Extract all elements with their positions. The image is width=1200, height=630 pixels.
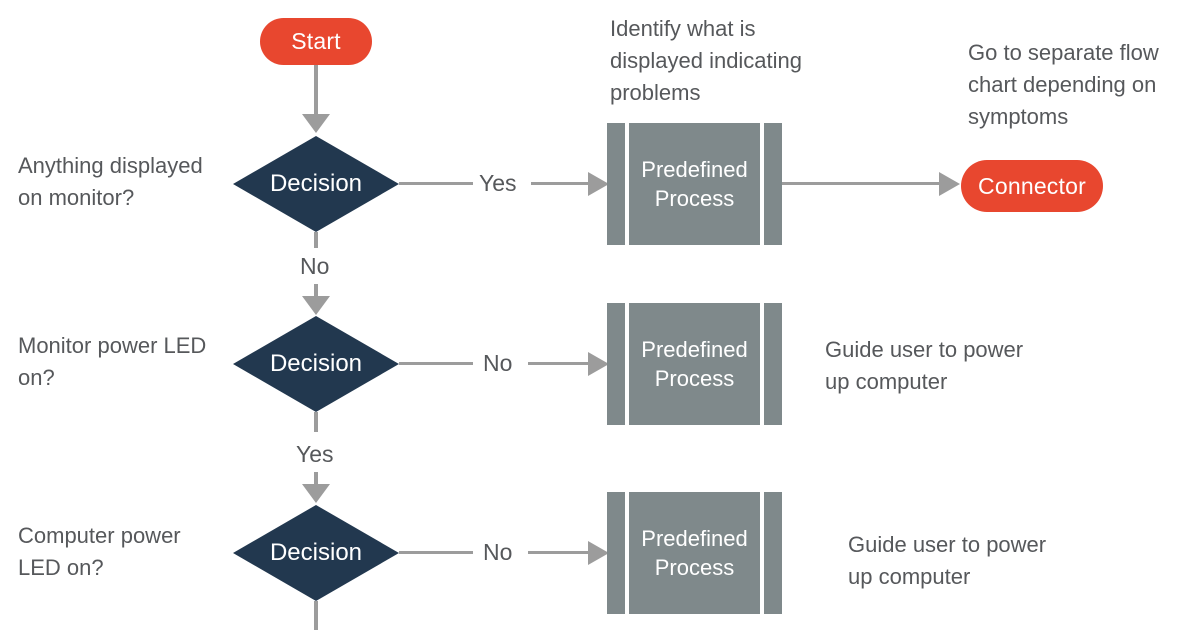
process2-annotation: Guide user to power up computer xyxy=(825,337,1024,394)
edge-decision3-no-line2 xyxy=(528,551,588,554)
start-node: Start xyxy=(260,18,372,65)
process1-label: Predefined Process xyxy=(629,123,760,245)
edge-label-decision1-yes: Yes xyxy=(479,170,517,196)
process2-label: Predefined Process xyxy=(629,303,760,425)
process2-right-bar xyxy=(764,303,782,425)
edge-label-decision2-no: No xyxy=(483,350,513,376)
decision3-question: Computer power LED on? xyxy=(18,523,181,580)
decision3-node: Decision xyxy=(233,505,399,601)
arrowhead-right-icon xyxy=(588,172,609,196)
edge-decision2-yes-line2 xyxy=(314,472,318,484)
edge-decision3-continuation-line xyxy=(314,601,318,630)
process3-node: Predefined Process xyxy=(607,492,782,614)
process3-right-bar xyxy=(764,492,782,614)
connector-node: Connector xyxy=(961,160,1103,212)
edge-label-decision2-yes: Yes xyxy=(296,441,334,467)
edge-start-to-decision1-line xyxy=(314,65,318,114)
edge-decision2-no-line xyxy=(399,362,473,365)
process2-left-bar xyxy=(607,303,625,425)
process3-label: Predefined Process xyxy=(629,492,760,614)
arrowhead-down-icon xyxy=(302,296,330,315)
process1-left-bar xyxy=(607,123,625,245)
arrowhead-right-icon xyxy=(588,352,609,376)
process1-annotation: Identify what is displayed indicating pr… xyxy=(610,16,803,105)
arrowhead-right-icon xyxy=(588,541,609,565)
decision1-node: Decision xyxy=(233,136,399,232)
connector-annotation: Go to separate flow chart depending on s… xyxy=(968,40,1159,129)
edge-decision1-no-line xyxy=(314,232,318,248)
edge-decision1-no-line2 xyxy=(314,284,318,296)
process3-annotation: Guide user to power up computer xyxy=(848,532,1047,589)
edge-decision2-yes-line xyxy=(314,412,318,432)
decision2-node: Decision xyxy=(233,316,399,412)
decision2-question: Monitor power LED on? xyxy=(18,333,207,390)
process2-node: Predefined Process xyxy=(607,303,782,425)
decision1-question: Anything displayed on monitor? xyxy=(18,153,203,210)
arrowhead-down-icon xyxy=(302,114,330,133)
edge-decision1-yes-line2 xyxy=(531,182,588,185)
edge-decision3-no-line xyxy=(399,551,473,554)
edge-label-decision3-no: No xyxy=(483,539,513,565)
edge-label-decision1-no: No xyxy=(300,253,330,279)
edge-decision2-no-line2 xyxy=(528,362,588,365)
arrowhead-right-icon xyxy=(939,172,960,196)
arrowhead-down-icon xyxy=(302,484,330,503)
process1-right-bar xyxy=(764,123,782,245)
process1-node: Predefined Process xyxy=(607,123,782,245)
process3-left-bar xyxy=(607,492,625,614)
edge-decision1-yes-line xyxy=(399,182,473,185)
edge-process1-to-connector-line xyxy=(782,182,939,185)
